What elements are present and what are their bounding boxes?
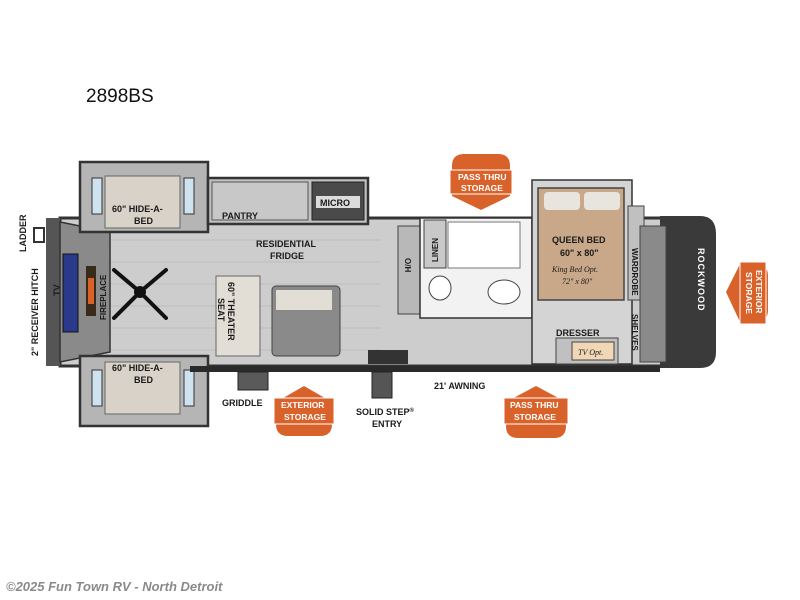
dresser-label: DRESSER (556, 328, 600, 338)
svg-text:STORAGE: STORAGE (514, 412, 556, 422)
front-shelves (639, 225, 667, 363)
hide-a-bed-bottom-label-1: 60" HIDE-A- (112, 363, 163, 373)
queen-bed-label-1: QUEEN BED (552, 235, 606, 245)
awning-line (190, 366, 660, 372)
rear-wall (46, 218, 60, 366)
tv-opt-label: TV Opt. (578, 348, 603, 357)
pass-thru-storage-bottom-badge: PASS THRU STORAGE (503, 386, 569, 438)
ladder-icon (33, 227, 45, 243)
microwave-label-bg (316, 196, 360, 208)
bottom-window-right (183, 369, 195, 407)
top-window-left (91, 177, 103, 215)
svg-text:EXTERIOR: EXTERIOR (754, 270, 764, 313)
fireplace-flame (88, 278, 94, 304)
micro-label: MICRO (320, 198, 350, 208)
svg-text:STORAGE: STORAGE (461, 183, 503, 193)
top-window-right (183, 177, 195, 215)
linen-label: LINEN (431, 238, 440, 262)
griddle-label: GRIDDLE (222, 398, 263, 408)
theater-seat (215, 275, 261, 357)
svg-text:EXTERIOR: EXTERIOR (281, 400, 324, 410)
ceiling-fan-icon (112, 268, 168, 320)
solid-step (371, 371, 393, 399)
top-sofa (104, 175, 181, 229)
king-bed-label-1: King Bed Opt. (551, 265, 598, 274)
entry-door (368, 350, 408, 364)
solid-step-label-2: ENTRY (372, 419, 402, 429)
pass-thru-storage-top-badge: PASS THRU STORAGE (449, 154, 513, 210)
dinette-cushion (276, 290, 332, 310)
shower (447, 221, 521, 269)
fireplace-label: FIREPLACE (99, 274, 108, 320)
toilet-icon (428, 275, 452, 301)
copyright-footer: ©2025 Fun Town RV - North Detroit (6, 579, 223, 594)
theater-label-2: SEAT (216, 298, 226, 322)
exterior-storage-bottom-badge: EXTERIOR STORAGE (273, 386, 335, 436)
receiver-hitch-label: 2" RECEIVER HITCH (30, 268, 40, 356)
svg-text:PASS THRU: PASS THRU (510, 400, 559, 410)
oh-label: O/H (403, 258, 412, 272)
linen-cabinet (423, 219, 447, 269)
pillow-left (544, 192, 580, 210)
brand-logo: ROCKWOOD (696, 248, 706, 312)
griddle-box (237, 371, 269, 391)
hide-a-bed-bottom-label-2: BED (134, 375, 154, 385)
ladder-label: LADDER (18, 214, 28, 252)
pillow-right (584, 192, 620, 210)
svg-text:PASS THRU: PASS THRU (458, 172, 507, 182)
awning-label: 21' AWNING (434, 381, 485, 391)
front-cap (660, 216, 716, 368)
tv-label: TV (52, 284, 62, 296)
bottom-sofa (104, 361, 181, 415)
exterior-storage-right-badge: EXTERIOR STORAGE (726, 261, 768, 325)
king-bed-label-2: 72" x 80" (562, 277, 593, 286)
tv-screen (62, 253, 79, 333)
fridge-label-1: RESIDENTIAL (256, 239, 317, 249)
pantry-label: PANTRY (222, 211, 258, 221)
hide-a-bed-top-label-2: BED (134, 216, 154, 226)
sink-icon (487, 279, 521, 305)
queen-bed-label-2: 60" x 80" (560, 248, 599, 258)
shelves-label: SHELVES (630, 314, 639, 351)
pantry-cabinet (211, 181, 309, 221)
svg-text:STORAGE: STORAGE (744, 272, 754, 314)
model-number: 2898BS (86, 86, 154, 107)
svg-text:STORAGE: STORAGE (284, 412, 326, 422)
wardrobe-label: WARDROBE (630, 248, 639, 296)
fridge-label-2: FRIDGE (270, 251, 304, 261)
bottom-window-left (91, 369, 103, 407)
theater-label-1: 60" THEATER (226, 282, 236, 341)
tv-opt-box (571, 341, 615, 361)
solid-step-label-1: SOLID STEP® (356, 407, 415, 417)
hide-a-bed-top-label-1: 60" HIDE-A- (112, 204, 163, 214)
